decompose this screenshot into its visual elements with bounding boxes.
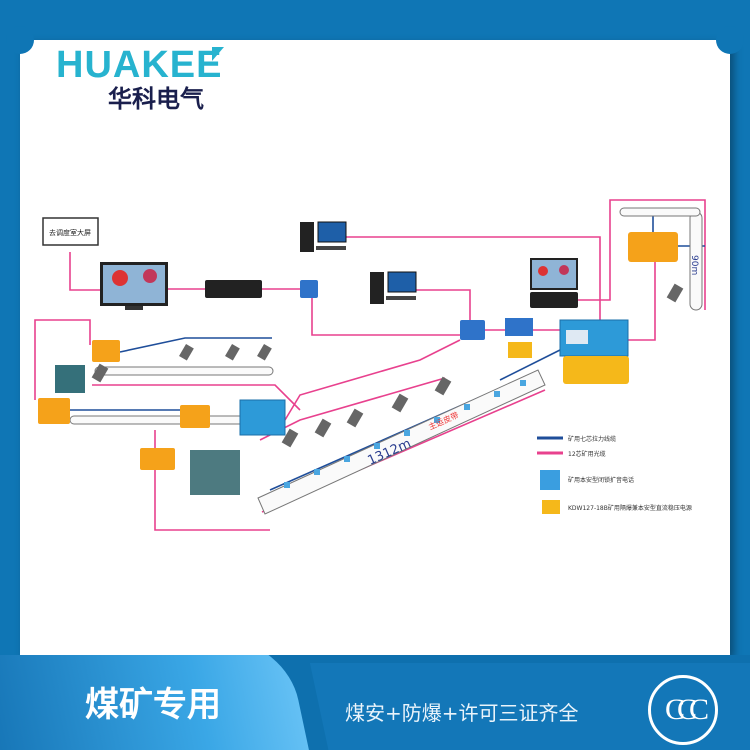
legend: 矿用七芯拉力线缆 12芯矿用光缆 矿用本安型闭锁扩音电话 KDW127-18B矿… [537,435,692,514]
video-recorder [530,292,578,308]
orange-controller [92,340,120,362]
power-supply [563,356,629,384]
legend-label: 12芯矿用光缆 [568,450,606,458]
monitor-tv [530,258,578,290]
side-belt-length: 90m [689,255,699,275]
crusher-machine [190,450,240,495]
network-switch [460,320,485,340]
power-supply-icon [542,500,560,514]
card-notch [716,26,744,54]
brand-name-cn: 华科电气 [108,85,204,113]
belt-sensors [284,380,526,488]
card-notch [6,26,34,54]
network-switch [300,280,318,298]
phone-device [505,318,533,336]
dispatch-screen-label: 去调度室大屏 [49,228,91,237]
host-computer [370,271,417,304]
crusher-machine [55,365,85,393]
logo-mark-icon [212,47,224,61]
legend-label: 矿用七芯拉力线缆 [568,435,616,443]
monitor-tv [100,262,168,310]
orange-controller [140,448,175,470]
dispatch-screen-box [42,217,99,246]
orange-controller [38,398,70,424]
orange-controller [180,405,210,428]
footer-title: 煤矿专用 [85,685,221,725]
orange-controller [628,232,678,262]
power-supply [508,342,532,358]
video-recorder [205,280,262,298]
host-computer [300,221,347,252]
monitor-station [239,399,286,436]
legend-label: 矿用本安型闭锁扩音电话 [568,476,634,484]
fiber-lines [34,199,706,531]
cameras [91,283,684,448]
brand-name-en: HUAKEE [56,44,223,86]
ccc-cert-icon: CCC [648,675,718,745]
phone-icon [540,470,560,490]
footer-banner: 煤矿专用 煤安+防爆+许可三证齐全 CCC [0,655,750,750]
legend-label: KDW127-18B矿用隔爆兼本安型直流稳压电源 [568,504,692,512]
footer-subtitle: 煤安+防爆+许可三证齐全 [345,701,579,725]
brand-logo: HUAKEE 华科电气 [56,44,224,113]
